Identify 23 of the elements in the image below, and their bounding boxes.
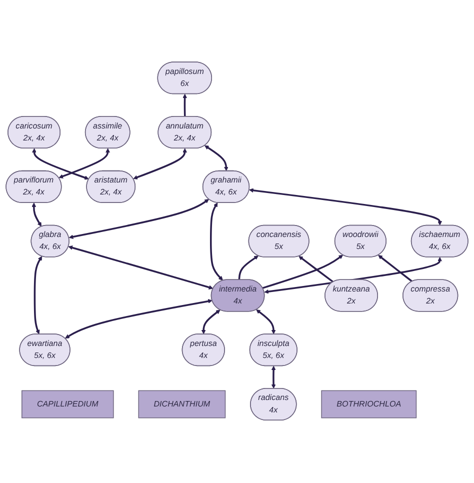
arrow (68, 246, 214, 290)
arrow (256, 310, 276, 335)
arrow (32, 148, 89, 180)
arrow (298, 256, 334, 284)
arrow (271, 366, 276, 390)
arrow (65, 299, 212, 339)
arrow (58, 148, 110, 179)
arrow (32, 203, 42, 228)
arrow (204, 146, 228, 172)
node-box: DICHANTHIUM (138, 390, 226, 419)
arrow (378, 255, 413, 283)
arrow (34, 256, 42, 335)
arrow (182, 94, 188, 118)
node-box: CAPILLIPEDIUM (22, 390, 114, 419)
arrow (248, 188, 442, 226)
arrow (262, 255, 344, 290)
arrow (68, 199, 210, 240)
node-box: BOTHRIOCHLOA (321, 390, 417, 419)
arrow (210, 202, 224, 281)
arrow (133, 148, 188, 180)
arrow (264, 257, 442, 294)
arrow (238, 256, 258, 280)
arrow (201, 310, 220, 335)
